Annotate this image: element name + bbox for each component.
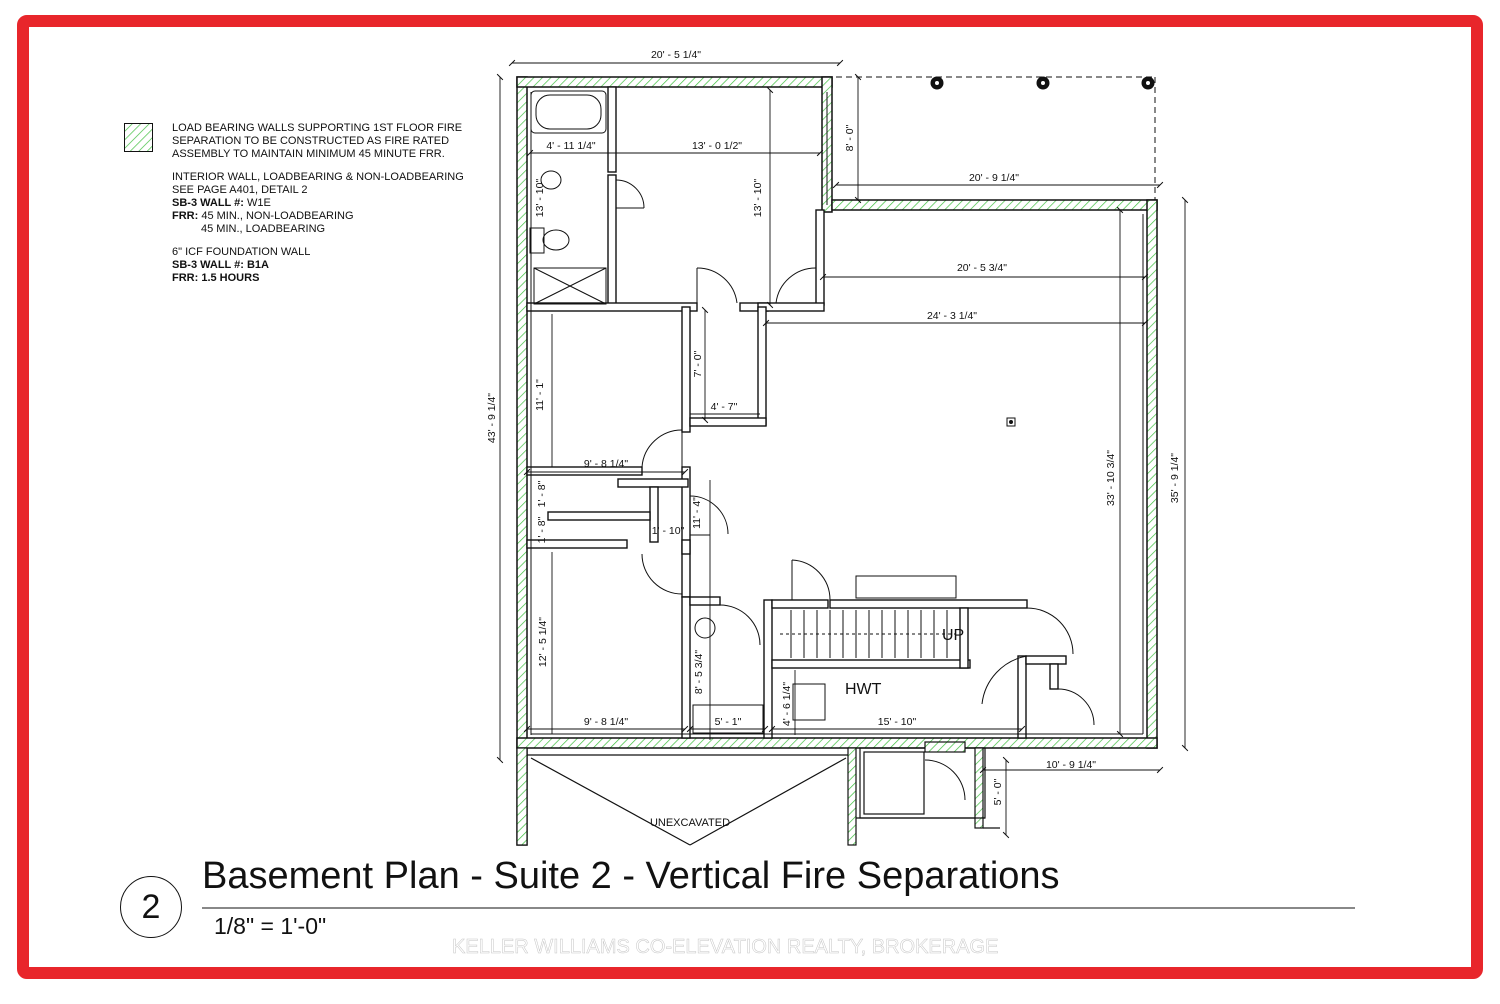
legend-key: SB-3 WALL #:	[172, 197, 244, 209]
legend-interior-wall: INTERIOR WALL, LOADBEARING & NON-LOADBEA…	[172, 171, 492, 236]
dim-bed2-depth: 11' - 1"	[534, 379, 546, 411]
dim-top-width: 20' - 5 1/4"	[651, 49, 701, 61]
dim-closet-depth: 11' - 4"	[691, 497, 703, 529]
dim-closet3: 1' - 10"	[652, 525, 685, 537]
fixtures	[529, 90, 1144, 735]
legend-value: W1e	[243, 197, 271, 209]
dim-mech-depth: 4' - 6 1/4"	[781, 682, 793, 727]
legend-line: FRR: 1.5 HOURS	[172, 272, 492, 285]
interior-walls	[526, 86, 1067, 739]
porch-outline	[836, 76, 1156, 200]
legend-line: INTERIOR WALL, LOADBEARING & NON-LOADBEA…	[172, 171, 464, 183]
drawing-scale: 1/8" = 1'-0"	[214, 913, 327, 939]
legend-line: SEE PAGE A401, DETAIL 2	[172, 184, 308, 196]
legend-key: SB-3 WALL #:	[172, 259, 244, 271]
load-bearing-swatch	[124, 123, 153, 152]
dim-hall-width: 4' - 7"	[711, 401, 738, 413]
dim-bath2-depth: 8' - 5 3/4"	[693, 650, 705, 695]
watermark: KELLER WILLIAMS CO-ELEVATION REALTY, BRO…	[452, 936, 999, 959]
dim-bath-depth: 13' - 10"	[534, 179, 546, 218]
exterior-walls	[516, 76, 1158, 846]
drawing-number: 2	[120, 876, 182, 938]
legend-value: B1a	[243, 259, 269, 271]
legend-line: 6" ICF FOUNDATION WALL	[172, 246, 311, 258]
dim-bath2-width: 5' - 1"	[715, 716, 742, 728]
lower-areas	[516, 741, 1000, 846]
label-hwt: HWT	[845, 681, 882, 698]
room-labels: UP HWT UNEXCAVATED	[650, 627, 964, 829]
legend-line: SB-3 WALL #: B1a	[172, 259, 492, 272]
dim-porch-depth: 8' - 0"	[844, 124, 856, 151]
legend-line: SEPARATION TO BE CONSTRUCTED AS FIRE RAT…	[172, 135, 450, 147]
red-frame	[17, 15, 1483, 979]
legend-line: FRR: 45 MIN., NON-LOADBEARING	[172, 210, 492, 223]
legend-value: 45 MIN., NON-LOADBEARING	[198, 210, 354, 222]
legend-line: 45 MIN., LOADBEARING	[201, 223, 326, 235]
dim-rec-depth: 33' - 10 3/4"	[1105, 450, 1117, 506]
dim-mech-width: 15' - 10"	[878, 716, 917, 728]
legend-line: LOAD BEARING WALLS SUPPORTING 1ST FLOOR …	[172, 122, 463, 134]
dim-closet1: 1' - 8"	[536, 480, 548, 507]
dim-bedroom-width: 13' - 0 1/2"	[692, 140, 742, 152]
label-up: UP	[942, 627, 964, 644]
dim-rec-full-width: 24' - 3 1/4"	[927, 310, 977, 322]
dimension-lines	[496, 59, 1189, 839]
legend-line: SB-3 WALL #: W1e	[172, 197, 492, 210]
legend-key: FRR:	[172, 210, 199, 222]
door-swings	[615, 179, 1095, 801]
dim-bed3-depth: 12' - 5 1/4"	[537, 617, 549, 667]
dim-bed3-width: 9' - 8 1/4"	[584, 716, 629, 728]
dim-hall-depth: 7' - 0"	[692, 350, 704, 377]
drawing-title: Basement Plan - Suite 2 - Vertical Fire …	[202, 855, 1060, 897]
dim-rec-inner-width: 20' - 5 3/4"	[957, 262, 1007, 274]
legend-value: 1.5 HOURS	[198, 272, 260, 284]
legend: LOAD BEARING WALLS SUPPORTING 1ST FLOOR …	[172, 122, 492, 295]
label-unexcavated: UNEXCAVATED	[650, 817, 730, 829]
legend-icf-wall: 6" ICF FOUNDATION WALL SB-3 WALL #: B1a …	[172, 246, 492, 285]
dim-entry-depth: 5' - 0"	[992, 778, 1004, 805]
dim-right-overall-depth: 35' - 9 1/4"	[1169, 453, 1181, 503]
dim-closet2: 1' - 8"	[536, 516, 548, 543]
dim-bed2-width: 9' - 8 1/4"	[584, 458, 629, 470]
dimension-labels: 20' - 5 1/4" 4' - 11 1/4" 13' - 0 1/2" 8…	[486, 49, 1181, 805]
dim-bath-width: 4' - 11 1/4"	[546, 140, 596, 152]
dim-overall-depth: 43' - 9 1/4"	[486, 393, 498, 443]
legend-key: FRR:	[172, 272, 199, 284]
legend-load-bearing: LOAD BEARING WALLS SUPPORTING 1ST FLOOR …	[172, 122, 492, 161]
legend-line: ASSEMBLY TO MAINTAIN MINIMUM 45 MINUTE F…	[172, 148, 445, 160]
dim-right-top-width: 20' - 9 1/4"	[969, 172, 1019, 184]
dim-bedroom-depth: 13' - 10"	[752, 179, 764, 218]
dim-bottom-right-width: 10' - 9 1/4"	[1046, 759, 1096, 771]
stair-treads	[780, 610, 955, 658]
